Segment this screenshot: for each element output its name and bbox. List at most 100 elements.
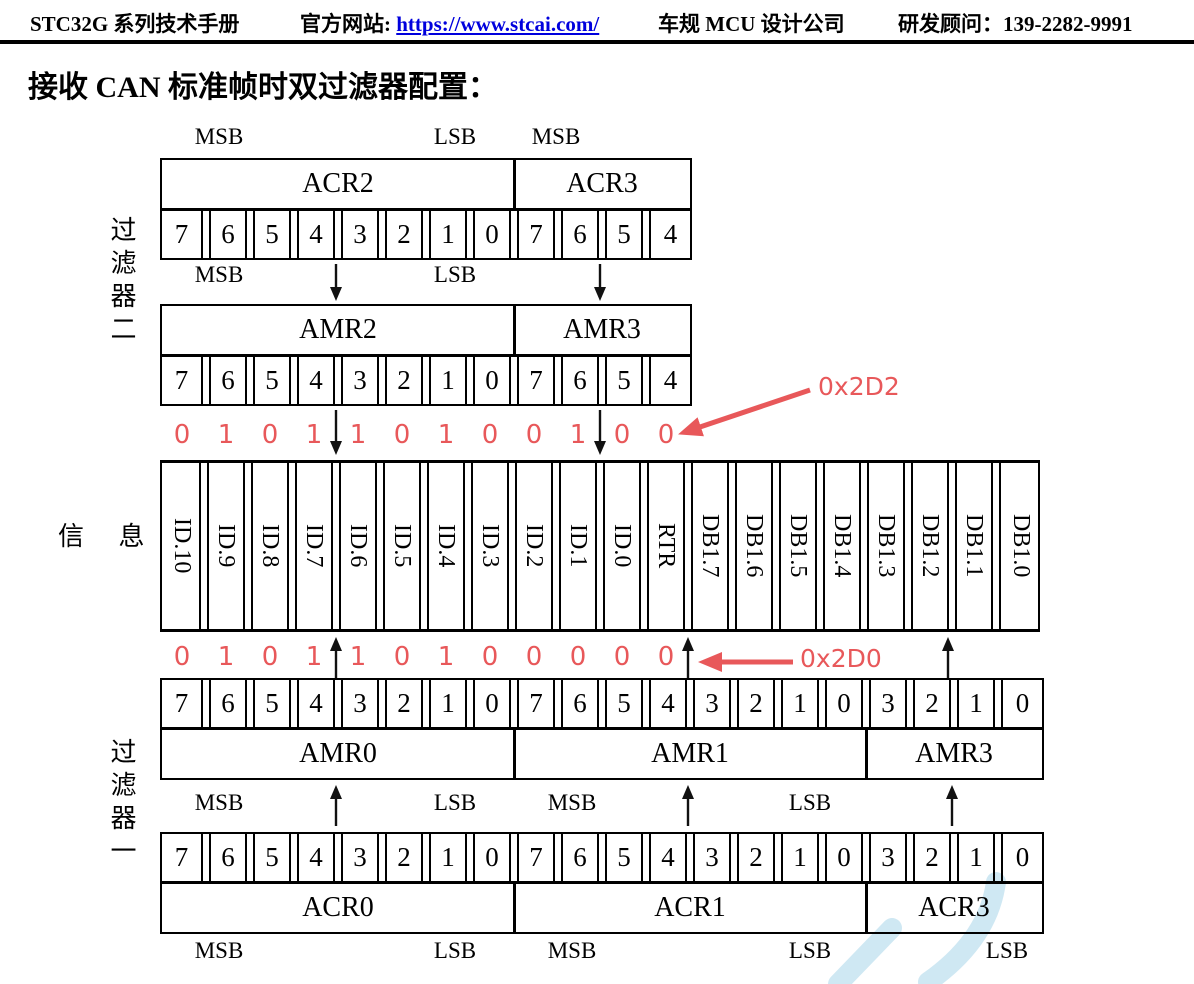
msb-lsb-label: MSB — [194, 938, 244, 963]
msb-lsb-label: MSB — [194, 124, 244, 149]
message-field-cell: DB1.4 — [823, 463, 861, 629]
register-name-amr1: AMR1 — [651, 738, 729, 769]
message-field-cell: ID.5 — [383, 463, 421, 629]
msb-lsb-label: LSB — [433, 790, 477, 815]
bit-cell: 6 — [561, 680, 599, 727]
binary-digit: 0 — [393, 642, 411, 672]
binary-digit: 1 — [305, 420, 323, 450]
bit-cell: 7 — [517, 834, 555, 881]
message-field-cell: DB1.0 — [999, 463, 1040, 629]
up-arrow-icon — [942, 637, 954, 678]
bit-cell: 5 — [605, 357, 643, 404]
table-separator — [162, 727, 1042, 730]
msb-lsb-label: LSB — [788, 938, 832, 963]
up-arrow-icon — [682, 637, 694, 678]
msb-lsb-label: MSB — [194, 790, 244, 815]
register-divider — [513, 884, 516, 932]
register-name-amr3: AMR3 — [915, 738, 993, 769]
bit-cell: 5 — [253, 357, 291, 404]
bit-cell: 5 — [253, 680, 291, 727]
page-title: 接收 CAN 标准帧时双过滤器配置： — [28, 71, 498, 104]
message-field-cell: DB1.7 — [691, 463, 729, 629]
bit-cell: 7 — [162, 834, 203, 881]
bit-cell: 3 — [693, 834, 731, 881]
bit-cell: 1 — [429, 834, 467, 881]
bit-cell: 5 — [253, 834, 291, 881]
binary-digit: 0 — [613, 420, 631, 450]
website-link[interactable]: https://www.stcai.com/ — [396, 12, 600, 36]
binary-digit: 0 — [173, 642, 191, 672]
msb-lsb-label: LSB — [433, 938, 477, 963]
up-arrow-icon — [682, 785, 694, 826]
message-field-cell: ID.8 — [251, 463, 289, 629]
bit-cell: 4 — [649, 834, 687, 881]
bit-cell: 3 — [693, 680, 731, 727]
bit-cell: 2 — [385, 834, 423, 881]
bit-cell: 7 — [162, 680, 203, 727]
binary-digit: 0 — [261, 642, 279, 672]
msb-lsb-label: LSB — [985, 938, 1029, 963]
register-divider — [513, 730, 516, 778]
down-arrow-icon — [330, 410, 342, 455]
bit-cell: 3 — [341, 211, 379, 258]
bit-cell: 2 — [737, 834, 775, 881]
binary-digit: 0 — [525, 642, 543, 672]
message-field-cell: ID.9 — [207, 463, 245, 629]
bit-cell: 1 — [429, 211, 467, 258]
bit-cell: 6 — [209, 357, 247, 404]
bit-cell: 6 — [561, 211, 599, 258]
bit-cell: 2 — [737, 680, 775, 727]
register-name-amr0: AMR0 — [299, 738, 377, 769]
bit-cell: 7 — [517, 357, 555, 404]
binary-digit: 0 — [393, 420, 411, 450]
register-divider — [513, 160, 516, 208]
register-name-acr3: ACR3 — [566, 168, 638, 199]
register-name-acr1: ACR1 — [654, 892, 726, 923]
filter2-side-label: 过滤器二 — [107, 216, 136, 348]
bit-cell: 2 — [913, 680, 951, 727]
table-separator — [162, 354, 690, 357]
bit-cell: 3 — [869, 834, 907, 881]
register-name-acr3: ACR3 — [918, 892, 990, 923]
binary-digit: 1 — [569, 420, 587, 450]
red-arrow-icon — [698, 652, 793, 672]
message-field-cell: ID.1 — [559, 463, 597, 629]
bit-cell: 7 — [162, 357, 203, 404]
msb-lsb-label: MSB — [547, 790, 597, 815]
bit-cell: 1 — [781, 834, 819, 881]
message-field-cell: ID.0 — [603, 463, 641, 629]
down-arrow-icon — [594, 264, 606, 301]
binary-digit: 1 — [349, 420, 367, 450]
bit-cell: 3 — [341, 357, 379, 404]
binary-digit: 0 — [481, 420, 499, 450]
up-arrow-icon — [330, 785, 342, 826]
binary-digit: 0 — [481, 642, 499, 672]
binary-digit: 0 — [173, 420, 191, 450]
bit-cell: 1 — [957, 680, 995, 727]
bit-cell: 0 — [473, 680, 511, 727]
bit-cell: 1 — [429, 357, 467, 404]
table-separator — [162, 881, 1042, 884]
register-divider — [865, 884, 868, 932]
bit-cell: 2 — [385, 680, 423, 727]
bit-cell: 5 — [605, 834, 643, 881]
consultant-phone: 研发顾问：139-2282-9991 — [898, 12, 1133, 36]
bit-cell: 4 — [297, 680, 335, 727]
msb-lsb-label: MSB — [547, 938, 597, 963]
message-field-cell: RTR — [647, 463, 685, 629]
bit-cell: 4 — [297, 834, 335, 881]
register-name-acr0: ACR0 — [302, 892, 374, 923]
msb-lsb-label: LSB — [433, 124, 477, 149]
header-rule — [0, 40, 1194, 44]
binary-digit: 1 — [437, 642, 455, 672]
manual-title: STC32G 系列技术手册 — [30, 12, 240, 36]
binary-digit: 1 — [217, 420, 235, 450]
register-name-amr2: AMR2 — [299, 314, 377, 345]
bit-cell: 2 — [385, 357, 423, 404]
hex-annotation-amr: 0x2D0 — [800, 644, 882, 673]
bit-cell: 0 — [1001, 834, 1042, 881]
bit-cell: 4 — [297, 357, 335, 404]
website-label: 官方网站: — [300, 12, 391, 36]
